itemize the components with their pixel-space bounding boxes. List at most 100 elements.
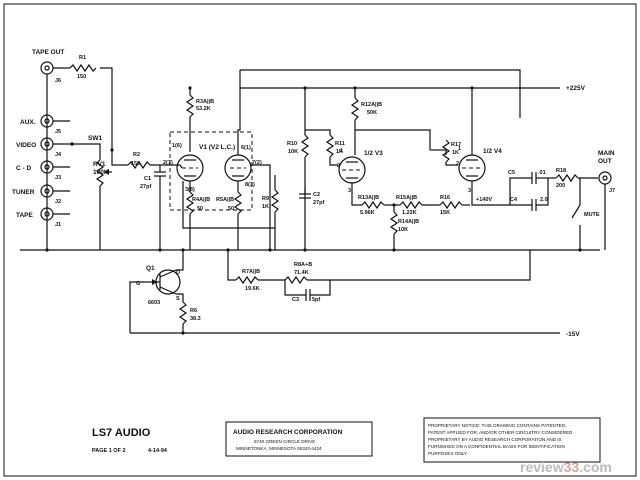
v3-pin-1: 1 bbox=[340, 148, 343, 154]
j4-label: J4 bbox=[55, 152, 62, 158]
notice-line-3: PROPRIETARY BY AUDIO RESEARCH CORPORATIO… bbox=[428, 437, 562, 442]
r17-label: R17 bbox=[451, 142, 461, 148]
capacitor-c3: C3 5pf bbox=[284, 280, 331, 303]
r14-value: 10K bbox=[398, 227, 408, 233]
proprietary-notice-box: PROPRIETARY NOTICE: THIS DRAWING CONTAIN… bbox=[423, 417, 601, 463]
r6-value: 38.3 bbox=[190, 316, 201, 322]
r2-label: R2 bbox=[133, 152, 140, 158]
r5-value: 50 bbox=[228, 206, 234, 212]
notice-line-5: PURPOSES ONLY. bbox=[428, 451, 468, 456]
tube-v3: 1 2 3 1/2 V3 bbox=[337, 148, 383, 194]
r16-label: R16 bbox=[440, 195, 450, 201]
r3-label: R3A||B bbox=[196, 99, 214, 105]
company-name: AUDIO RESEARCH CORPORATION bbox=[233, 429, 343, 436]
watermark-part-4: .com bbox=[579, 459, 612, 475]
r7-value: 19.6K bbox=[245, 286, 260, 292]
c3-label: C3 bbox=[292, 297, 299, 303]
neg-rail: -15V bbox=[130, 331, 580, 338]
volume-pot-rv1[interactable]: RV1 100K bbox=[93, 159, 112, 250]
q1-drain: D bbox=[176, 270, 180, 276]
q1-source: S bbox=[176, 296, 180, 302]
page-number: PAGE 1 OF 2 bbox=[92, 448, 126, 454]
pos-rail: +225V bbox=[239, 69, 586, 118]
r11-value: 1K bbox=[336, 149, 343, 155]
v1-pin-8-3: 8(3) bbox=[245, 182, 255, 188]
jack-aux[interactable]: AUX. J5 bbox=[20, 114, 61, 135]
r10-value: 10K bbox=[288, 149, 298, 155]
r14-label: R14A||B bbox=[398, 219, 419, 225]
v4-pin-3: 3 bbox=[468, 188, 471, 194]
j2-label: J2 bbox=[55, 199, 61, 205]
j7-label: J7 bbox=[609, 188, 615, 194]
c5-label: C5 bbox=[508, 170, 515, 176]
v4-pin-1: 1 bbox=[458, 146, 461, 152]
r13-label: R13A||B bbox=[358, 195, 379, 201]
r5-label: R5A||B bbox=[216, 197, 234, 203]
jack-tuner[interactable]: TUNER J2 bbox=[12, 184, 61, 205]
v1-pin-1-6: 1(6) bbox=[172, 143, 182, 149]
v3-label: 1/2 V3 bbox=[364, 150, 383, 157]
rv1-label: RV1 bbox=[93, 161, 106, 168]
neg-rail-label: -15V bbox=[566, 331, 580, 338]
notice-line-4: FURNISHED ON A CONFIDENTIAL BASIS FOR ID… bbox=[428, 444, 565, 449]
capacitor-c2: C2 27pf bbox=[299, 188, 324, 206]
q1-label: Q1 bbox=[146, 265, 155, 272]
mute-switch[interactable]: MUTE bbox=[571, 178, 600, 250]
capacitor-c5: C5 .01 bbox=[508, 170, 548, 205]
r9-label: R9 bbox=[262, 196, 269, 202]
jack-video[interactable]: VIDEO J4 bbox=[16, 137, 62, 158]
capacitor-c1: C1 27pf bbox=[140, 165, 166, 250]
sw1-label: SW1 bbox=[88, 135, 102, 142]
r9-value: 1K bbox=[262, 204, 269, 210]
j3-label: J3 bbox=[55, 175, 61, 181]
company-address-2: MINNETONKA, MINNESOTA 55343-4424 bbox=[236, 446, 322, 451]
r8-value: 71.4K bbox=[294, 270, 309, 276]
company-box: AUDIO RESEARCH CORPORATION 5740 GREEN CI… bbox=[225, 421, 373, 457]
r6-label: R6 bbox=[190, 308, 197, 314]
tube-v4: 1 2 3 1/2 V4 bbox=[456, 146, 502, 194]
r13-value: 5.96K bbox=[360, 210, 375, 216]
tuner-label: TUNER bbox=[12, 189, 35, 196]
r16-value: 15K bbox=[440, 210, 450, 216]
tape-out-label: TAPE OUT bbox=[32, 49, 64, 56]
j6-label: J6 bbox=[55, 78, 61, 84]
capacitor-c4: C4 2.0 bbox=[510, 178, 549, 211]
r15-label: R15A||B bbox=[396, 195, 417, 201]
r1-value: 150 bbox=[77, 74, 86, 80]
v4-pin-2: 2 bbox=[456, 161, 459, 167]
main-out-label: MAIN bbox=[598, 150, 615, 157]
main-out-label-2: OUT bbox=[598, 158, 612, 165]
model-title: LS7 AUDIO bbox=[92, 427, 151, 439]
c4-label: C4 bbox=[510, 197, 518, 203]
junction-dots bbox=[45, 148, 582, 335]
v1-pin-6-1: 6(1) bbox=[241, 145, 251, 151]
c5-value: .01 bbox=[538, 170, 546, 176]
v1-pin-7-2: 7(2) bbox=[252, 160, 262, 166]
jack-tape[interactable]: TAPE J1 bbox=[16, 207, 61, 228]
c4-value: 2.0 bbox=[540, 197, 548, 203]
r10-label: R10 bbox=[287, 141, 297, 147]
v3-pin-2: 2 bbox=[337, 163, 340, 169]
cd-label: C - D bbox=[16, 165, 31, 172]
r17-value: 1K bbox=[452, 150, 459, 156]
jack-main-out[interactable]: MAIN OUT J7 bbox=[598, 150, 615, 250]
watermark-part-3: 33 bbox=[564, 459, 580, 475]
c3-value: 5pf bbox=[312, 297, 320, 303]
notice-line-2: PATENT APPLIED FOR, AND/OR OTHER CIRCUIT… bbox=[428, 430, 573, 435]
j5-label: J5 bbox=[55, 129, 61, 135]
r12-label: R12A||B bbox=[361, 102, 382, 108]
q1-value: 6603 bbox=[148, 300, 160, 306]
c2-value: 27pf bbox=[313, 200, 324, 206]
jack-cd[interactable]: C - D J3 bbox=[16, 160, 61, 181]
v3-pin-3: 3 bbox=[348, 188, 351, 194]
selector-switch-sw1[interactable]: SW1 bbox=[53, 120, 102, 215]
r11-label: R11 bbox=[335, 141, 345, 147]
r15-value: 1.22K bbox=[402, 210, 417, 216]
tape-label: TAPE bbox=[16, 212, 34, 219]
drawing-border bbox=[3, 3, 637, 477]
aux-label: AUX. bbox=[20, 119, 36, 126]
jack-tape-out[interactable]: TAPE OUT J6 bbox=[32, 49, 64, 250]
v4-label: 1/2 V4 bbox=[483, 148, 502, 155]
r2-value: 150 bbox=[131, 161, 140, 167]
